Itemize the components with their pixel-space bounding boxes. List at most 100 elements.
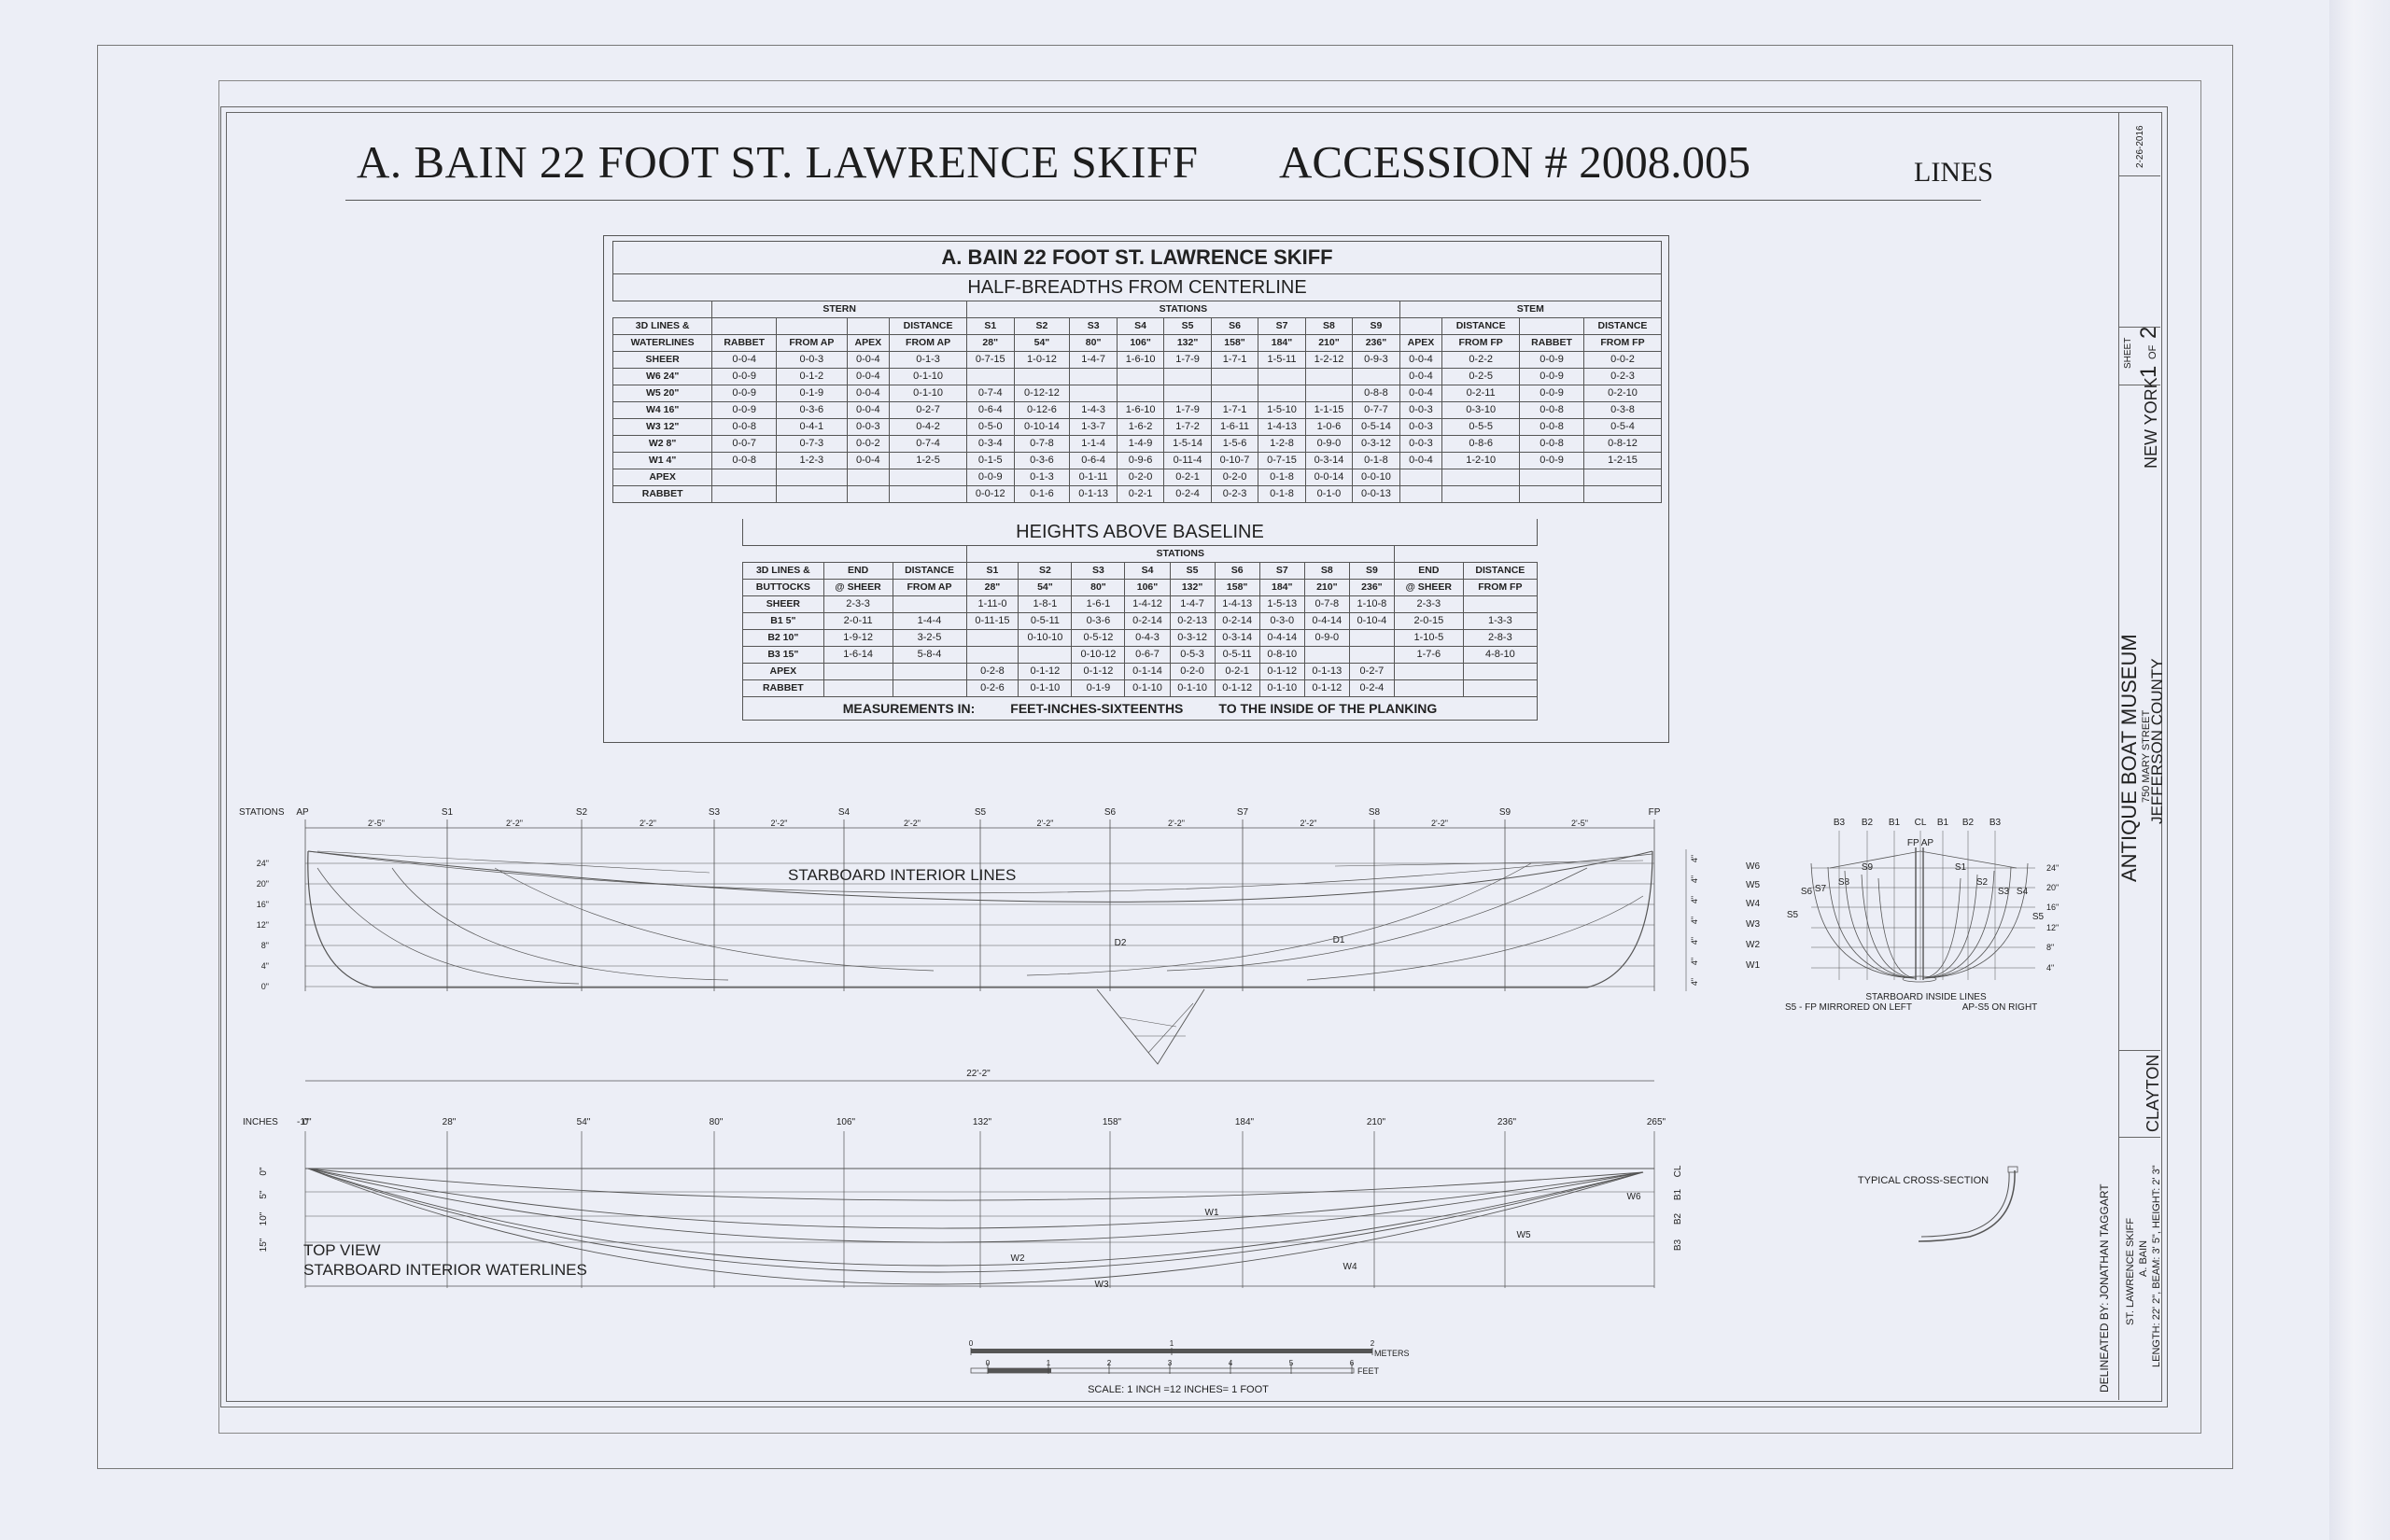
waterline-curve [307,1168,1644,1229]
diagonal-label: D2 [1115,938,1127,948]
value-cell: 1-6-2 [1116,418,1165,436]
station-label: FP [1649,807,1661,818]
value-cell: 0-2-6 [965,679,1019,697]
waterline-curve [307,1168,1644,1243]
waterline-curve [307,1168,1644,1267]
value-cell: 1-5-13 [1258,595,1305,613]
value-cell: 1-7-1 [1210,351,1259,369]
skeg-detail [1119,1002,1194,1054]
value-cell: 0-0-4 [846,368,891,385]
value-cell: 1-2-10 [1441,452,1521,469]
title-block-divider-2 [2118,327,2160,328]
feet-label: FEET [1357,1366,1380,1376]
value-cell: 0-0-8 [1519,435,1584,453]
value-cell: 0-0-9 [1519,351,1584,369]
boat-dimensions: LENGTH: 22' 2", BEAM: 3' 5", HEIGHT: 2' … [2151,1165,2162,1367]
value-cell: 0-1-8 [1258,485,1306,503]
inch-label: 236" [1497,1117,1517,1127]
value-cell: 0-3-12 [1352,435,1400,453]
overall-length: 22'-2" [966,1069,991,1079]
row-label: W2 8" [612,435,713,453]
diagonal-curve [1306,895,1644,981]
value-cell: 0-0-13 [1352,485,1400,503]
waterline-label: W1 [1205,1208,1219,1218]
height-label: 24" [2046,863,2059,873]
left-scale: 10" [259,1211,269,1225]
value-cell: 0-2-7 [889,401,968,419]
station-label: S2 [1976,877,1989,888]
inch-label: 210" [1367,1117,1386,1127]
skeg [1096,988,1205,1065]
value-cell: 0-2-4 [1163,485,1212,503]
value-cell: 0-1-10 [1258,679,1305,697]
station-dim: 158" [1214,579,1260,596]
value-cell: 0-9-0 [1303,629,1350,647]
station-label: S2 [576,807,588,818]
waterline-label: W5 [1746,880,1760,890]
value-cell: 0-0-4 [1399,385,1443,402]
value-cell: 1-7-2 [1163,418,1212,436]
offsets-table-frame [603,235,1669,743]
museum-name: ANTIQUE BOAT MUSEUM [2117,634,2141,882]
cross-section: TYPICAL CROSS-SECTION [1858,1166,2018,1242]
feet-bar [970,1367,1355,1374]
right-dimension: 4" [1690,896,1699,903]
station-head: S8 [1303,562,1350,580]
value-cell: 1-5-10 [1258,401,1306,419]
inch-label: 0" [302,1117,312,1127]
station-spacing: 2'-5" [368,819,385,828]
top-view-title: TOP VIEW [303,1241,381,1259]
delineated-by: DELINEATED BY: JONATHAN TAGGART [2098,1183,2111,1393]
height-label: 24" [257,859,269,868]
waterline-label: W6 [1627,1192,1641,1202]
section-curve [1877,877,1917,979]
value-cell: 0-0-3 [1399,435,1443,453]
row-label: W1 4" [612,452,713,469]
row-head: 3D LINES & [742,562,824,580]
right-scale: B2 [1673,1212,1683,1225]
value-cell [1441,485,1521,503]
value-cell: 0-1-10 [1169,679,1216,697]
scale-bar: 0120123456METERSFEETSCALE: 1 INCH =12 IN… [969,1339,1410,1395]
station-head: S1 [966,317,1015,335]
sheer-line [307,850,1653,903]
value-cell: 1-9-12 [822,629,893,647]
height-label: 0" [261,982,269,991]
value-cell: 0-7-3 [776,435,848,453]
inch-label: 54" [577,1117,591,1127]
value-cell: 0-2-0 [1169,663,1216,680]
value-cell: 0-1-6 [1013,485,1071,503]
row-head: BUTTOCKS [742,579,824,596]
station-label: S3 [1998,887,2010,897]
station-label: S6 [1104,807,1117,818]
station-head: S3 [1069,317,1118,335]
buttock-label: B3 [1834,818,1846,828]
gunwale [2007,1166,2018,1173]
cross-section-label: TYPICAL CROSS-SECTION [1858,1175,1989,1186]
value-cell: 0-2-7 [1348,663,1395,680]
waterline-label: W6 [1746,861,1760,872]
left-scale: 5" [259,1190,269,1199]
middle-border [218,80,2201,1434]
value-cell: 1-4-13 [1258,418,1306,436]
station-label: S1 [442,807,454,818]
accession-number: ACCESSION # 2008.005 [1279,136,1751,188]
value-cell: 0-0-12 [966,485,1015,503]
stations-label: STATIONS [239,807,285,818]
value-cell: 0-3-8 [1582,401,1663,419]
section-curve [1810,862,1917,979]
value-cell: 1-6-14 [822,646,893,664]
heights-title-row: HEIGHTS ABOVE BASELINE [742,519,1538,546]
body-plan-caption: S5 - FP MIRRORED ON LEFT [1785,1002,1912,1013]
inner-border-2 [226,112,2162,1402]
value-cell: 1-7-1 [1210,401,1259,419]
title-block-divider-1 [2118,175,2160,176]
value-cell: 0-1-13 [1303,663,1350,680]
station-spacing: 2'-2" [1300,819,1317,828]
